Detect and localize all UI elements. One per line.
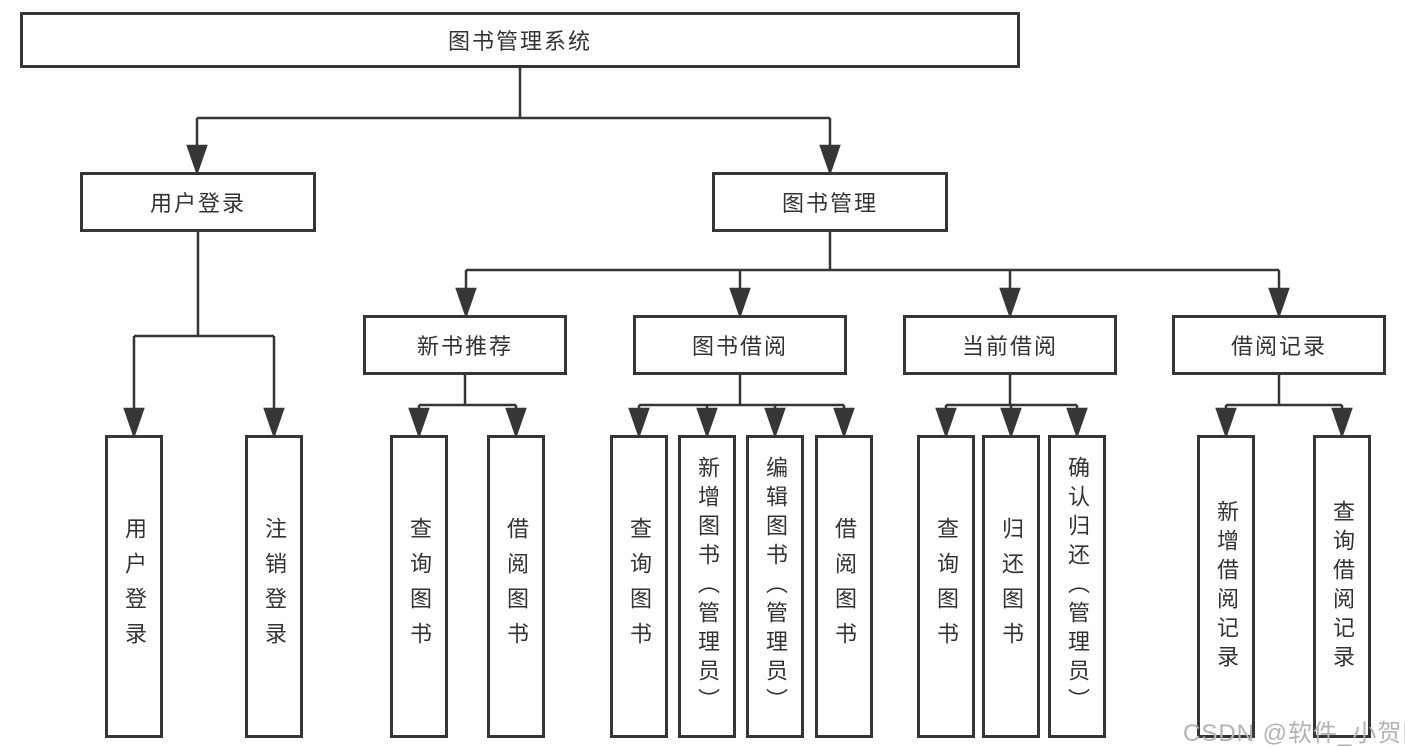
node-book-management: 图书管理 <box>712 172 948 232</box>
connector-book-borrow-branch <box>628 375 855 439</box>
leaf-newbook-borrow-books: 借阅图书 <box>487 435 545 738</box>
leaf-user-login: 用户登录 <box>105 435 163 738</box>
node-user-login: 用户登录 <box>80 172 316 232</box>
node-book-borrow: 图书借阅 <box>633 315 847 375</box>
leaf-borrow-query-books-label: 查询图书 <box>627 516 652 657</box>
node-current-borrow-label: 当前借阅 <box>961 334 1058 359</box>
node-book-borrow-label: 图书借阅 <box>691 334 788 359</box>
leaf-logout-label: 注销登录 <box>262 516 287 657</box>
leaf-confirm-return-admin: 确认归还（管理员） <box>1048 435 1106 738</box>
leaf-newbook-query-books: 查询图书 <box>390 435 448 738</box>
connector-book-management-branch <box>455 232 1290 319</box>
leaf-newbook-borrow-books-label: 借阅图书 <box>504 516 529 657</box>
leaf-newbook-query-books-label: 查询图书 <box>407 516 432 657</box>
node-book-management-label: 图书管理 <box>781 191 878 216</box>
node-new-book-recommend: 新书推荐 <box>363 315 567 375</box>
leaf-add-books-admin-label: 新增图书（管理员） <box>695 456 720 717</box>
leaf-edit-books-admin: 编辑图书（管理员） <box>746 435 804 738</box>
leaf-borrow-query-books: 查询图书 <box>610 435 668 738</box>
leaf-current-query-books: 查询图书 <box>917 435 975 738</box>
leaf-confirm-return-admin-label: 确认归还（管理员） <box>1065 456 1090 717</box>
node-new-book-recommend-label: 新书推荐 <box>416 334 513 359</box>
leaf-borrow-borrow-books-label: 借阅图书 <box>832 516 857 657</box>
connector-user-login-branch <box>123 232 285 439</box>
leaf-query-borrow-record-label: 查询借阅记录 <box>1330 499 1355 674</box>
leaf-return-books-label: 归还图书 <box>999 516 1024 657</box>
connector-new-book-branch <box>408 375 527 439</box>
leaf-add-borrow-record-label: 新增借阅记录 <box>1214 499 1239 674</box>
connector-borrow-records-branch <box>1215 375 1353 439</box>
node-root-system-label: 图书管理系统 <box>447 29 592 54</box>
leaf-return-books: 归还图书 <box>982 435 1040 738</box>
leaf-logout: 注销登录 <box>245 435 303 738</box>
leaf-add-borrow-record: 新增借阅记录 <box>1197 435 1255 738</box>
connector-root-to-level1 <box>186 68 841 176</box>
node-borrow-records: 借阅记录 <box>1172 315 1386 375</box>
leaf-add-books-admin: 新增图书（管理员） <box>678 435 736 738</box>
leaf-user-login-label: 用户登录 <box>122 516 147 657</box>
leaf-edit-books-admin-label: 编辑图书（管理员） <box>763 456 788 717</box>
csdn-watermark: CSDN @软件_小贺同学 <box>1183 720 1405 747</box>
leaf-borrow-borrow-books: 借阅图书 <box>815 435 873 738</box>
connector-current-borrow-branch <box>935 375 1088 439</box>
leaf-query-borrow-record: 查询借阅记录 <box>1313 435 1371 738</box>
node-current-borrow: 当前借阅 <box>903 315 1117 375</box>
node-root-system: 图书管理系统 <box>20 12 1020 68</box>
node-borrow-records-label: 借阅记录 <box>1230 334 1327 359</box>
node-user-login-label: 用户登录 <box>149 191 246 216</box>
leaf-current-query-books-label: 查询图书 <box>934 516 959 657</box>
